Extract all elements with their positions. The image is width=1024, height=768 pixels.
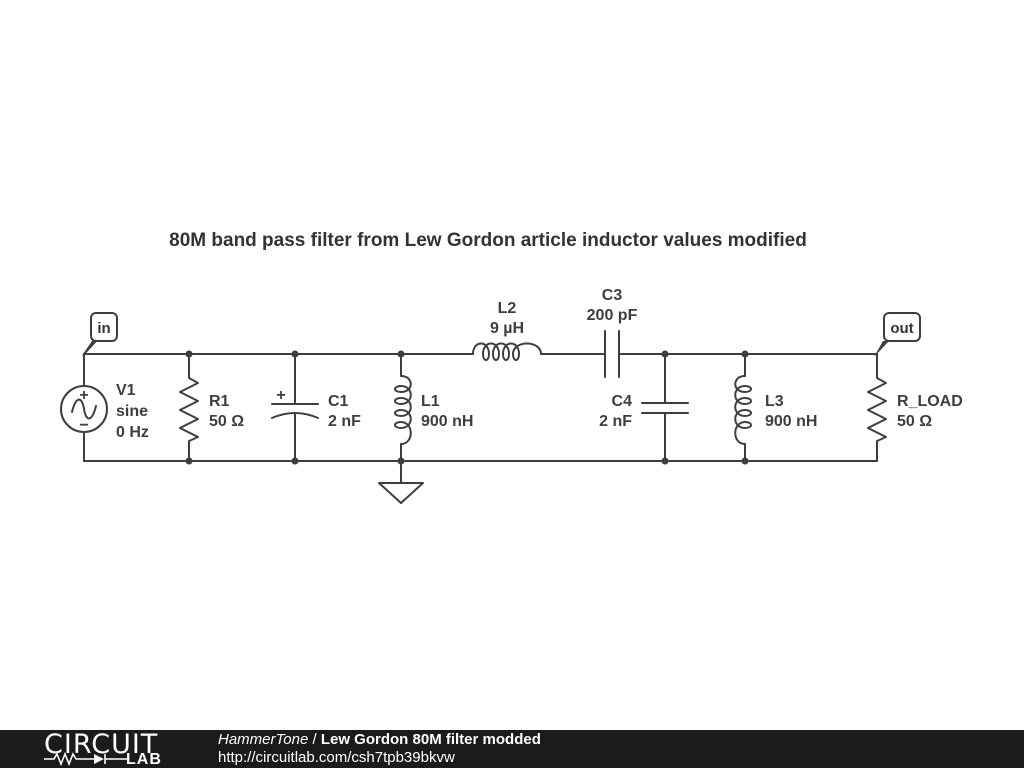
l3-name: L3 bbox=[765, 393, 784, 410]
l3-inductor[interactable] bbox=[734, 353, 752, 462]
c1-capacitor[interactable]: + bbox=[271, 353, 319, 462]
circuit-url[interactable]: http://circuitlab.com/csh7tpb39bkvw bbox=[218, 749, 455, 766]
footer-bar: CIRCUIT LAB HammerTone / Lew Gordon 80M … bbox=[0, 730, 1024, 768]
rload-value: 50 Ω bbox=[897, 413, 932, 430]
port-in[interactable]: in bbox=[81, 312, 118, 357]
port-out[interactable]: out bbox=[874, 312, 921, 357]
r1-value: 50 Ω bbox=[209, 413, 244, 430]
footer-title-line: HammerTone / Lew Gordon 80M filter modde… bbox=[218, 731, 541, 749]
v1-frequency: 0 Hz bbox=[116, 424, 149, 441]
logo-waveform-icon bbox=[44, 752, 128, 766]
c1-value: 2 nF bbox=[328, 413, 361, 430]
v1-source[interactable]: + − bbox=[60, 353, 108, 462]
circuit-name-link[interactable]: Lew Gordon 80M filter modded bbox=[320, 731, 541, 748]
c3-capacitor[interactable] bbox=[604, 330, 620, 378]
l1-inductor[interactable] bbox=[394, 353, 412, 462]
v1-minus-sign: − bbox=[79, 417, 88, 434]
c4-name: C4 bbox=[612, 393, 633, 410]
c1-polarity-sign: + bbox=[276, 387, 285, 404]
c4-capacitor[interactable] bbox=[641, 353, 689, 462]
ground-symbol bbox=[378, 460, 424, 504]
l2-name: L2 bbox=[498, 300, 517, 317]
v1-type: sine bbox=[116, 403, 148, 420]
c3-name: C3 bbox=[602, 287, 623, 304]
l2-inductor[interactable] bbox=[472, 342, 542, 361]
l1-name: L1 bbox=[421, 393, 440, 410]
r1-resistor[interactable] bbox=[179, 353, 199, 462]
c3-value: 200 pF bbox=[587, 307, 638, 324]
logo-text-circuit: CIRCUIT bbox=[44, 729, 159, 760]
schematic-canvas: 80M band pass filter from Lew Gordon art… bbox=[60, 230, 963, 504]
title-separator: / bbox=[308, 731, 321, 748]
rload-resistor[interactable] bbox=[867, 353, 887, 462]
r1-name: R1 bbox=[209, 393, 230, 410]
logo-text-lab: LAB bbox=[126, 751, 162, 768]
schematic-title: 80M band pass filter from Lew Gordon art… bbox=[169, 230, 807, 251]
l2-value: 9 µH bbox=[490, 320, 524, 337]
c4-value: 2 nF bbox=[599, 413, 632, 430]
c1-name: C1 bbox=[328, 393, 349, 410]
author-link[interactable]: HammerTone bbox=[218, 731, 309, 748]
l3-value: 900 nH bbox=[765, 413, 817, 430]
v1-name: V1 bbox=[116, 382, 136, 399]
circuit-schematic: 80M band pass filter from Lew Gordon art… bbox=[60, 230, 963, 504]
l1-value: 900 nH bbox=[421, 413, 473, 430]
port-out-label: out bbox=[890, 320, 913, 337]
rload-name: R_LOAD bbox=[897, 393, 963, 410]
v1-plus-sign: + bbox=[79, 387, 88, 404]
circuitlab-logo[interactable]: CIRCUIT LAB bbox=[40, 730, 180, 768]
port-in-label: in bbox=[97, 320, 110, 337]
